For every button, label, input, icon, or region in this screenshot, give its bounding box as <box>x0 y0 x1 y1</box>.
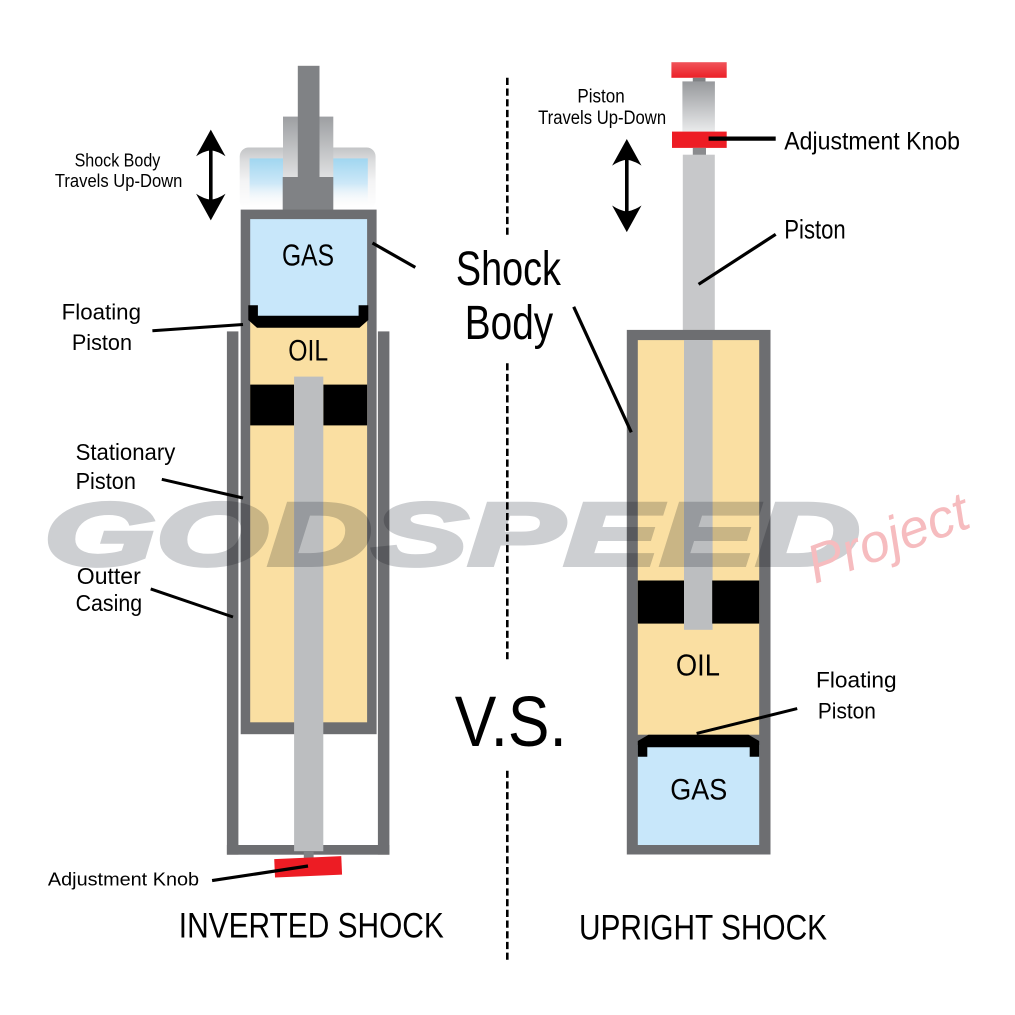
svg-text:INVERTED SHOCK: INVERTED SHOCK <box>179 906 444 946</box>
svg-text:Adjustment Knob: Adjustment Knob <box>48 869 199 890</box>
svg-text:Adjustment Knob: Adjustment Knob <box>784 128 960 156</box>
svg-text:Floating: Floating <box>816 668 897 693</box>
svg-text:UPRIGHT SHOCK: UPRIGHT SHOCK <box>579 909 827 948</box>
svg-text:Shock: Shock <box>456 243 562 296</box>
svg-text:GAS: GAS <box>670 773 727 806</box>
svg-text:Outter: Outter <box>77 563 141 589</box>
svg-text:Piston: Piston <box>784 215 845 245</box>
svg-text:OIL: OIL <box>288 335 328 368</box>
svg-text:Travels Up-Down: Travels Up-Down <box>55 170 182 191</box>
svg-text:Piston: Piston <box>577 87 624 108</box>
svg-text:Shock Body: Shock Body <box>75 149 161 170</box>
svg-text:GAS: GAS <box>282 237 334 272</box>
svg-text:Piston: Piston <box>72 330 132 355</box>
svg-text:V.S.: V.S. <box>455 683 567 762</box>
svg-text:Floating: Floating <box>62 300 141 325</box>
svg-text:Stationary: Stationary <box>76 439 176 465</box>
svg-text:OIL: OIL <box>676 648 720 683</box>
svg-text:Travels Up-Down: Travels Up-Down <box>538 108 666 129</box>
svg-text:Body: Body <box>465 297 553 350</box>
svg-text:GODSPEED: GODSPEED <box>44 484 860 584</box>
svg-text:Piston: Piston <box>76 468 136 494</box>
svg-text:Piston: Piston <box>818 698 876 723</box>
svg-text:Casing: Casing <box>76 590 143 616</box>
